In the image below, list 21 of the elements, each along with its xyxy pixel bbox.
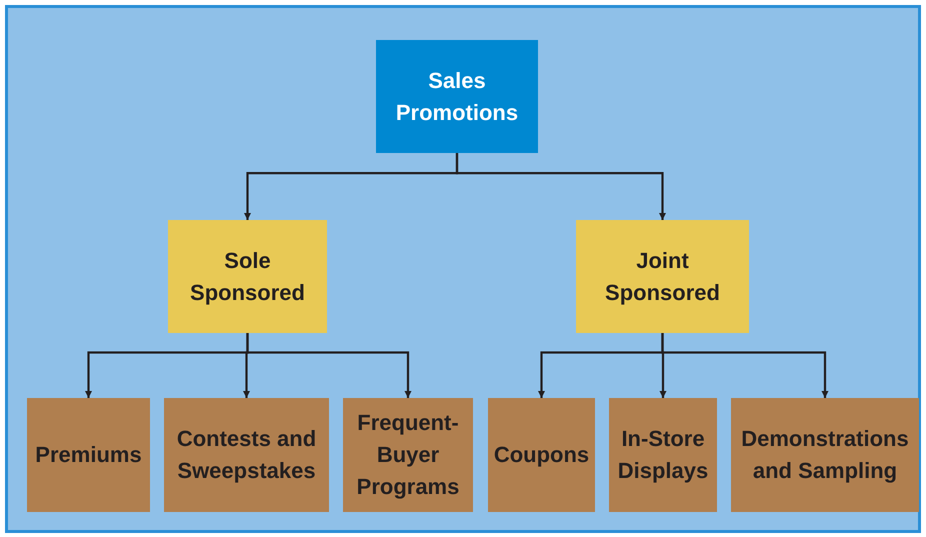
arrow: [661, 333, 828, 398]
arrow: [456, 153, 666, 220]
top-box: [376, 40, 538, 153]
box-label: Premiums: [35, 441, 142, 469]
category-box: [576, 220, 749, 333]
item-box: [731, 398, 919, 512]
box-label: Coupons: [494, 441, 590, 469]
box-label: Joint Sponsored: [604, 246, 721, 307]
box-label: Frequent-Buyer Programs: [356, 409, 460, 501]
item-box: [27, 398, 150, 512]
arrow: [246, 333, 412, 398]
box-label: Sales Promotions: [394, 66, 520, 126]
category-box: [168, 220, 327, 333]
item-box: [164, 398, 329, 512]
item-box: [488, 398, 595, 512]
item-box: [343, 398, 473, 512]
box-label: In-Store Displays: [616, 425, 710, 485]
box-label: Contests and Sweepstakes: [176, 425, 318, 485]
box-label: Demonstrations and Sampling: [740, 425, 910, 485]
box-label: Sole Sponsored: [189, 246, 306, 307]
item-box: [609, 398, 717, 512]
